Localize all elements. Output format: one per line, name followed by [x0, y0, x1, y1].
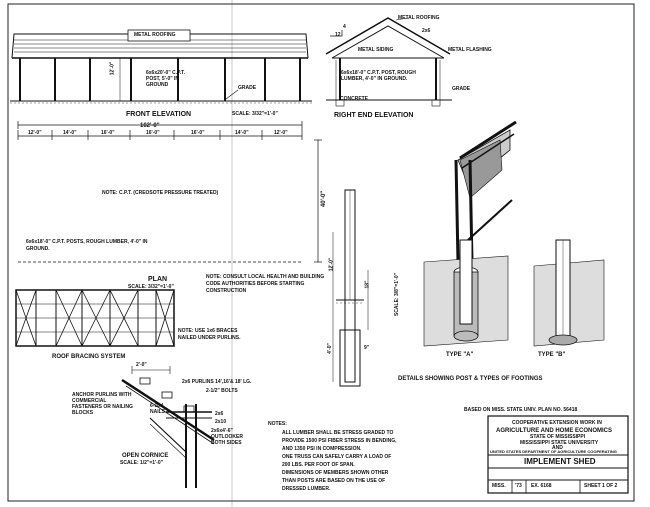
sheet-number-cell: SHEET 1 OF 2	[584, 483, 618, 489]
roof-pitch-run: 12	[335, 32, 341, 38]
note-line: DRESSED LUMBER.	[282, 486, 331, 492]
end-rafter-label: 2x6	[422, 28, 431, 34]
bay-spacing-6: 14'-0"	[235, 130, 249, 136]
note-line: THAN POSTS ARE BASED ON THE USE OF	[282, 478, 386, 484]
bay-spacing-3: 16'-0"	[101, 130, 115, 136]
bay-spacing-7: 12'-0"	[274, 130, 288, 136]
cornice-overhang-dimension: 2'-0"	[136, 362, 147, 368]
open-cornice-title: OPEN CORNICE	[122, 453, 169, 459]
metal-siding-label: METAL SIDING	[358, 47, 394, 53]
bay-spacing-5: 16'-0"	[191, 130, 205, 136]
footing-type-a-drawing	[423, 239, 509, 347]
right-end-elevation-title: RIGHT END ELEVATION	[334, 112, 414, 119]
year-cell: '73	[515, 483, 522, 489]
concrete-label: CONCRETE	[340, 96, 369, 102]
front-elevation-title: FRONT ELEVATION	[126, 111, 192, 118]
note-line: 200 LBS. PER FOOT OF SPAN.	[282, 462, 355, 468]
bracing-note: NOTE: USE 1x6 BRACES NAILED UNDER PURLIN…	[178, 328, 241, 341]
end-metal-roofing-label: METAL ROOFING	[398, 15, 440, 21]
sheet-border	[7, 3, 635, 502]
bolts-label: 2-1/2" BOLTS	[206, 388, 238, 394]
bay-spacing-4: 16'-0"	[146, 130, 160, 136]
anchor-purlins-note: ANCHOR PURLINS WITH COMMERCIAL FASTENERS…	[72, 392, 133, 416]
right-end-elevation-drawing	[325, 17, 452, 107]
roof-bracing-title: ROOF BRACING SYSTEM	[52, 354, 126, 360]
consult-authorities-note: NOTE: CONSULT LOCAL HEALTH AND BUILDING …	[206, 274, 325, 294]
title-block-line2: AGRICULTURE AND HOME ECONOMICS	[496, 428, 612, 434]
bay-spacing-1: 12'-0"	[28, 130, 42, 136]
title-block-line4: MISSISSIPPI STATE UNIVERSITY	[520, 440, 599, 446]
footing-scale: SCALE: 3/8"=1'-0"	[394, 272, 401, 317]
type-a-label: TYPE "A"	[446, 352, 474, 358]
purlins-label: 2x6 PURLINS 14',16'& 18' LG.	[182, 379, 252, 385]
post-mid-dimension: 18"	[364, 280, 371, 289]
state-cell: MISS.	[492, 483, 506, 489]
front-height-dimension: 12'-0"	[109, 61, 116, 76]
post-perspective-drawing	[454, 120, 517, 263]
cpt-note: NOTE: C.P.T. (CREOSOTE PRESSURE TREATED)	[102, 190, 219, 196]
title-block-line6: UNITED STATES DEPARTMENT OF AGRICULTURE …	[490, 449, 617, 454]
title-block-line1: COOPERATIVE EXTENSION WORK IN	[512, 420, 602, 426]
plan-width-dimension: 40'-0"	[321, 190, 328, 208]
plan-posts-note: 6x6x18'-0" C.P.T. POSTS, ROUGH LUMBER, 4…	[26, 239, 148, 252]
front-elevation-drawing	[10, 29, 312, 104]
plan-scale: SCALE: 3/32"=1'-0"	[128, 284, 174, 290]
footings-caption: DETAILS SHOWING POST & TYPES OF FOOTINGS	[398, 376, 543, 382]
project-title: IMPLEMENT SHED	[524, 457, 596, 466]
metal-roofing-label-box	[127, 29, 191, 42]
note-line: ONE TRUSS CAN SAFELY CARRY A LOAD OF	[282, 454, 392, 460]
front-grade-label: GRADE	[238, 85, 257, 91]
nails-label: 6-10d NAILS	[150, 403, 165, 415]
overall-length-dimension: 102'-0"	[140, 123, 160, 129]
front-metal-roofing-label: METAL ROOFING	[134, 32, 176, 38]
note-line: DIMENSIONS OF MEMBERS SHOWN OTHER	[282, 470, 389, 476]
roof-pitch-rise: 4	[343, 24, 346, 30]
cornice-joist-label: 2x10	[215, 419, 227, 425]
end-grade-label: GRADE	[452, 86, 471, 92]
cornice-rafter-label: 2x6	[215, 411, 224, 417]
plan-dimension-lines	[17, 121, 322, 263]
post-below-grade-dimension: 4'-0"	[326, 343, 333, 354]
post-above-grade-dimension: 12'-0"	[328, 257, 335, 272]
type-b-label: TYPE "B"	[538, 352, 566, 358]
plan-number-cell: EX. 6168	[531, 483, 552, 489]
note-line: PROVIDE 1500 PSI FIBER STRESS IN BENDING…	[282, 438, 397, 444]
front-post-callout: 6x6x20'-0" C.P.T. POST, 5'-0" IN GROUND	[146, 70, 186, 88]
title-block-line5: AND	[552, 445, 563, 451]
post-elevation-drawing	[332, 189, 369, 387]
based-on-note: BASED ON MISS. STATE UNIV. PLAN NO. 5641…	[464, 407, 578, 413]
front-elevation-scale: SCALE: 3/32"=1'-0"	[232, 111, 278, 117]
roof-bracing-drawing	[15, 289, 175, 347]
note-line: AND 1350 PSI IN COMPRESSION.	[282, 446, 362, 452]
metal-flashing-label: METAL FLASHING	[448, 47, 492, 53]
bay-spacing-2: 14'-0"	[63, 130, 77, 136]
end-post-callout: 6x6x18'-0" C.P.T. POST, ROUGH LUMBER, 4'…	[341, 70, 416, 82]
notes-heading: NOTES:	[268, 421, 287, 427]
outlooker-label: 2x6x4'-6" OUTLOOKER BOTH SIDES	[211, 428, 243, 446]
title-block-line3: STATE OF MISSISSIPPI	[530, 434, 586, 440]
footing-type-b-drawing	[533, 239, 605, 347]
open-cornice-drawing	[121, 366, 215, 488]
cornice-scale: SCALE: 1/2"=1'-0"	[120, 460, 164, 466]
footing-depth-dimension: 9"	[364, 345, 370, 351]
plan-title: PLAN	[148, 276, 168, 283]
note-line: ALL LUMBER SHALL BE STRESS GRADED TO	[282, 430, 394, 436]
title-block-frame	[487, 415, 629, 494]
